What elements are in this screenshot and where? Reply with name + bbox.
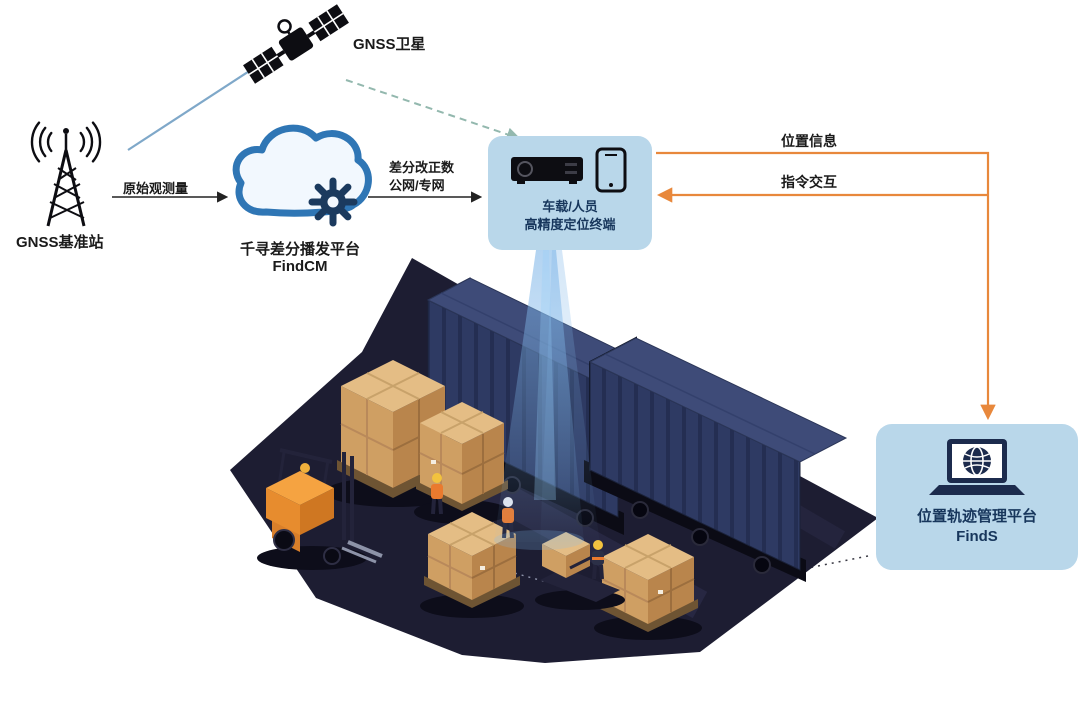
terminal-label-2: 高精度定位终端 — [524, 216, 616, 232]
satellite-icon — [243, 4, 349, 84]
raw-observation-label: 原始观测量 — [123, 181, 189, 196]
base-station-label: GNSS基准站 — [16, 234, 104, 251]
forklift — [257, 448, 383, 570]
container-2 — [584, 336, 848, 582]
gear-icon — [308, 177, 358, 227]
link-position-info — [656, 151, 996, 421]
pallet-bottom-center — [420, 512, 524, 618]
platform-name-label: 位置轨迹管理平台 — [916, 508, 1037, 525]
link-base-to-satellite — [127, 63, 261, 151]
link-satellite-to-terminal — [345, 79, 521, 142]
diff-correction-label-1: 差分改正数 — [389, 160, 455, 175]
antenna-tower-icon — [30, 121, 102, 227]
cloud-platform-product: FindCM — [272, 258, 328, 275]
platform-product-label: FindS — [956, 528, 998, 546]
pallet-bottom-right — [594, 534, 702, 640]
terminal-label-1: 车载/人员 — [542, 199, 598, 214]
cloud-gear-icon — [232, 124, 372, 227]
worker-1 — [431, 473, 443, 515]
pallet-stack-front — [414, 402, 510, 524]
management-platform-node: 位置轨迹管理平台 FindS — [876, 424, 1078, 570]
receiver-and-phone-icon — [511, 147, 627, 193]
cloud-platform-name: 千寻差分播发平台 — [239, 241, 360, 258]
terminal-node: 车载/人员 高精度定位终端 — [488, 136, 652, 250]
pallet-stack-rear — [325, 360, 465, 507]
position-info-label: 位置信息 — [781, 133, 837, 149]
diff-correction-label-2: 公网/专网 — [389, 178, 445, 193]
warehouse-illustration — [230, 250, 878, 663]
satellite-label: GNSS卫星 — [353, 36, 426, 53]
positioning-beam — [494, 250, 600, 550]
laptop-globe-icon — [929, 439, 1025, 495]
command-interaction-label: 指令交互 — [781, 174, 837, 190]
